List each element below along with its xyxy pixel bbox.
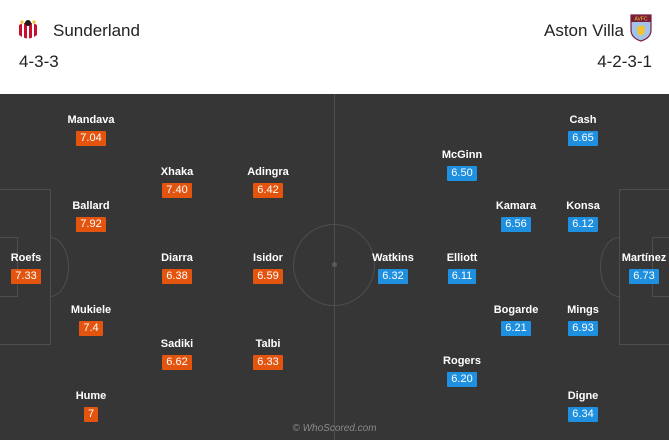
player-rating: 6.73 xyxy=(629,269,659,284)
home-goal-area xyxy=(0,237,18,297)
player-rating: 6.62 xyxy=(162,355,192,370)
home-player[interactable]: Isidor 6.59 xyxy=(233,252,303,284)
player-rating: 7.33 xyxy=(11,269,41,284)
match-header: Sunderland 4-3-3 Aston Villa AVFC 4-2-3-… xyxy=(0,0,669,94)
player-name: Mukiele xyxy=(70,304,112,316)
aston-villa-crest-text: AVFC xyxy=(635,17,648,23)
player-name: Adingra xyxy=(247,166,289,178)
player-name: Martínez xyxy=(621,252,667,264)
player-name: Sadiki xyxy=(160,338,194,350)
center-spot xyxy=(332,262,337,267)
home-player[interactable]: Ballard 7.92 xyxy=(56,200,126,232)
player-name: Cash xyxy=(569,114,597,126)
aston-villa-crest-icon: AVFC xyxy=(630,14,652,42)
player-name: Mings xyxy=(567,304,599,316)
player-name: Talbi xyxy=(255,338,281,350)
player-name: Isidor xyxy=(253,252,283,264)
home-player[interactable]: Xhaka 7.40 xyxy=(142,166,212,198)
player-rating: 6.20 xyxy=(447,372,477,387)
away-player[interactable]: Elliott 6.11 xyxy=(427,252,497,284)
home-formation: 4-3-3 xyxy=(19,52,59,71)
home-team-name: Sunderland xyxy=(53,21,140,40)
player-rating: 7.92 xyxy=(76,217,106,232)
player-name: Xhaka xyxy=(160,166,194,178)
player-rating: 7.4 xyxy=(79,321,103,336)
player-rating: 6.32 xyxy=(378,269,408,284)
away-player[interactable]: Kamara 6.56 xyxy=(481,200,551,232)
player-name: Roefs xyxy=(10,252,42,264)
player-rating: 6.33 xyxy=(253,355,283,370)
away-player[interactable]: Konsa 6.12 xyxy=(548,200,618,232)
player-rating: 7.04 xyxy=(76,131,106,146)
home-player[interactable]: Talbi 6.33 xyxy=(233,338,303,370)
pitch: Roefs 7.33 Mandava 7.04 Ballard 7.92 Muk… xyxy=(0,94,669,440)
player-name: Rogers xyxy=(443,355,481,367)
player-rating: 7.40 xyxy=(162,183,192,198)
player-rating: 6.93 xyxy=(568,321,598,336)
player-name: Elliott xyxy=(446,252,478,264)
home-player[interactable]: Mandava 7.04 xyxy=(56,114,126,146)
away-team-name: Aston Villa xyxy=(543,21,624,40)
away-penalty-area xyxy=(619,189,669,345)
home-player[interactable]: Hume 7 xyxy=(56,390,126,422)
away-player[interactable]: Rogers 6.20 xyxy=(427,355,497,387)
player-name: Watkins xyxy=(372,252,414,264)
player-name: Mandava xyxy=(67,114,115,126)
away-player[interactable]: Cash 6.65 xyxy=(548,114,618,146)
away-player[interactable]: Mings 6.93 xyxy=(548,304,618,336)
player-rating: 6.50 xyxy=(447,166,477,181)
away-formation: 4-2-3-1 xyxy=(597,52,652,71)
home-player[interactable]: Diarra 6.38 xyxy=(142,252,212,284)
away-player[interactable]: McGinn 6.50 xyxy=(427,149,497,181)
player-name: Konsa xyxy=(566,200,600,212)
player-rating: 7 xyxy=(83,407,99,422)
player-rating: 6.12 xyxy=(568,217,598,232)
watermark: © WhoScored.com xyxy=(292,423,377,434)
home-player-gk[interactable]: Roefs 7.33 xyxy=(0,252,61,284)
sunderland-crest-icon xyxy=(19,20,37,40)
player-rating: 6.21 xyxy=(501,321,531,336)
player-name: McGinn xyxy=(441,149,483,161)
player-name: Bogarde xyxy=(493,304,539,316)
away-player[interactable]: Watkins 6.32 xyxy=(358,252,428,284)
player-name: Hume xyxy=(75,390,107,402)
center-circle xyxy=(293,224,375,306)
player-rating: 6.56 xyxy=(501,217,531,232)
away-player-gk[interactable]: Martínez 6.73 xyxy=(609,252,669,284)
home-player[interactable]: Sadiki 6.62 xyxy=(142,338,212,370)
away-player[interactable]: Bogarde 6.21 xyxy=(481,304,551,336)
player-rating: 6.11 xyxy=(447,269,477,284)
player-rating: 6.59 xyxy=(253,269,283,284)
player-rating: 6.42 xyxy=(253,183,283,198)
player-rating: 6.38 xyxy=(162,269,192,284)
away-goal-area xyxy=(652,237,669,297)
player-name: Kamara xyxy=(495,200,537,212)
player-name: Digne xyxy=(567,390,599,402)
player-name: Diarra xyxy=(161,252,193,264)
player-rating: 6.34 xyxy=(568,407,598,422)
away-player[interactable]: Digne 6.34 xyxy=(548,390,618,422)
home-player[interactable]: Adingra 6.42 xyxy=(233,166,303,198)
home-player[interactable]: Mukiele 7.4 xyxy=(56,304,126,336)
player-rating: 6.65 xyxy=(568,131,598,146)
player-name: Ballard xyxy=(72,200,110,212)
